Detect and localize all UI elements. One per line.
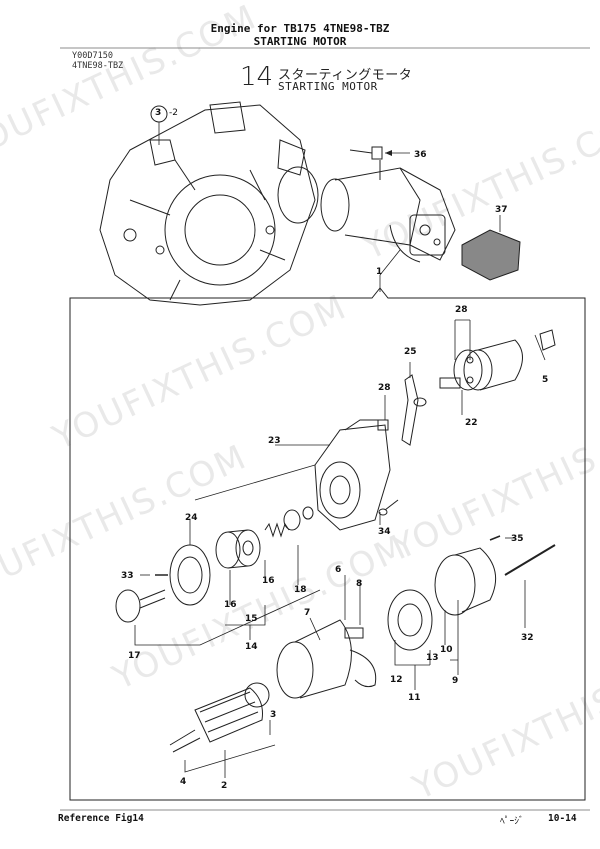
plate-title-jp: スターティングモータ	[278, 68, 413, 83]
gear-cover-part	[169, 544, 211, 606]
clutch-part	[215, 529, 261, 569]
callout-33: 33	[121, 571, 134, 581]
callout-1: 1	[376, 267, 382, 277]
watermarks: YOUFIXTHIS.COM YOUFIXTHIS.COM YOUFIXTHIS…	[0, 0, 600, 809]
lever-part	[401, 374, 419, 446]
callout-13: 13	[426, 653, 439, 663]
callout-28b: 28	[378, 383, 391, 393]
reference-circle-number: 3	[155, 108, 162, 118]
page-title: STARTING MOTOR	[253, 35, 347, 48]
callout-labels: 36 37 1 28 25 5 22 23 28 34 24 33 16 15 …	[121, 150, 548, 791]
through-bolt-part	[504, 544, 556, 576]
callout-12: 12	[390, 675, 403, 685]
model-code: 4TNE98-TBZ	[72, 61, 124, 71]
callout-22: 22	[465, 418, 478, 428]
armature-part	[169, 682, 270, 753]
callout-17: 17	[128, 651, 141, 661]
callout-32: 32	[521, 633, 534, 643]
footer-reference: Reference Fig14	[58, 813, 144, 824]
callout-2: 2	[221, 781, 227, 791]
callout-11: 11	[408, 693, 421, 703]
bolt-part	[378, 499, 399, 516]
callout-18: 18	[294, 585, 307, 595]
cover-part	[461, 229, 521, 281]
header-line1: Engine for TB175 4TNE98-TBZ	[210, 22, 390, 35]
pinion-shaft-part	[115, 589, 166, 623]
part-code: Y00D7150	[72, 51, 113, 61]
front-housing-part	[314, 419, 391, 531]
footer-page-label: ﾍﾟｰｼﾞ	[500, 816, 524, 827]
exploded-view-frame	[69, 287, 586, 801]
callout-15: 15	[245, 614, 258, 624]
boot-part	[539, 329, 556, 351]
callout-34: 34	[378, 527, 391, 537]
footer-page-number: 10-14	[548, 813, 577, 824]
callout-4: 4	[180, 777, 186, 787]
callout-10: 10	[440, 645, 453, 655]
callout-25: 25	[404, 347, 417, 357]
starter-assembly	[320, 146, 456, 263]
flywheel-housing	[99, 101, 319, 306]
callout-5: 5	[542, 375, 548, 385]
callout-14: 14	[245, 642, 258, 652]
watermark: YOUFIXTHIS.COM	[46, 287, 353, 459]
rear-cover-part	[434, 547, 497, 616]
watermark: YOUFIXTHIS.COM	[0, 437, 253, 609]
callout-9: 9	[452, 676, 458, 686]
callout-24: 24	[185, 513, 198, 523]
reference-circle-suffix: -2	[169, 108, 178, 118]
callout-16a: 16	[224, 600, 237, 610]
watermark: YOUFIXTHIS.COM	[386, 397, 600, 569]
callout-8: 8	[356, 579, 362, 589]
yoke-part	[276, 619, 377, 699]
spring-part	[264, 506, 314, 538]
leader-lines	[134, 319, 546, 778]
callout-35: 35	[511, 534, 524, 544]
callout-7: 7	[304, 608, 310, 618]
callout-28: 28	[455, 305, 468, 315]
callout-23: 23	[268, 436, 281, 446]
callout-37: 37	[495, 205, 508, 215]
screw-part	[489, 535, 501, 541]
solenoid-part	[439, 339, 523, 391]
callout-3: 3	[270, 710, 276, 720]
plate-number: 14	[240, 62, 274, 92]
callout-6: 6	[335, 565, 341, 575]
callout-16b: 16	[262, 576, 275, 586]
brush-holder-part	[387, 589, 433, 651]
callout-36: 36	[414, 150, 427, 160]
plate-title-en: STARTING MOTOR	[278, 80, 378, 93]
